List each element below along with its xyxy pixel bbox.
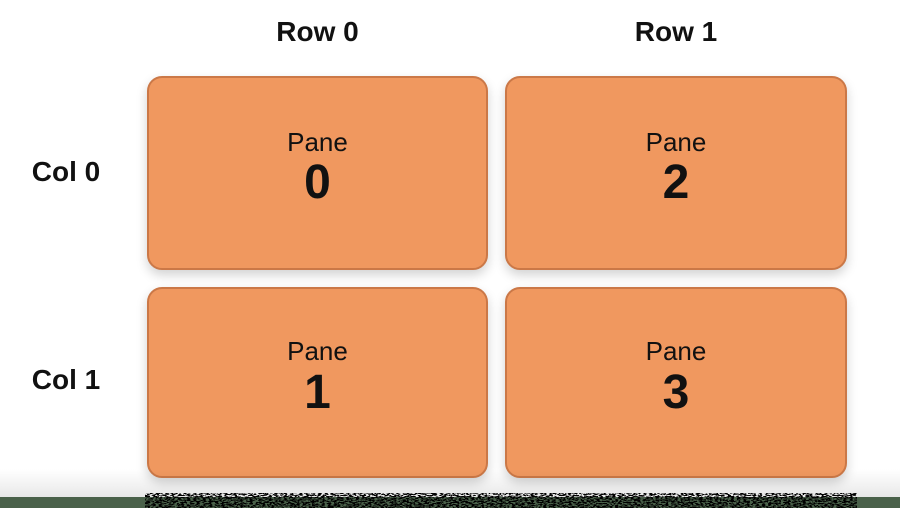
pane-3: Pane 3 (505, 287, 847, 478)
pane-1-label: Pane (287, 336, 348, 367)
pane-3-number: 3 (662, 365, 690, 419)
row-header-col0: Col 0 (31, 156, 101, 187)
pane-0: Pane 0 (147, 76, 488, 270)
pane-2-number: 2 (662, 156, 690, 210)
bottom-bar (0, 493, 900, 508)
column-header-row1: Row 1 (634, 16, 718, 47)
column-header-row0: Row 0 (276, 16, 359, 47)
pane-2: Pane 2 (505, 76, 847, 270)
pane-0-number: 0 (304, 156, 331, 210)
pane-1-number: 1 (304, 365, 331, 419)
row-header-col1: Col 1 (31, 364, 101, 395)
pane-0-label: Pane (287, 126, 348, 157)
bottom-bar-graphic (0, 493, 900, 508)
pane-2-label: Pane (645, 126, 707, 157)
pane-3-label: Pane (645, 336, 707, 367)
pane-1: Pane 1 (147, 287, 488, 478)
